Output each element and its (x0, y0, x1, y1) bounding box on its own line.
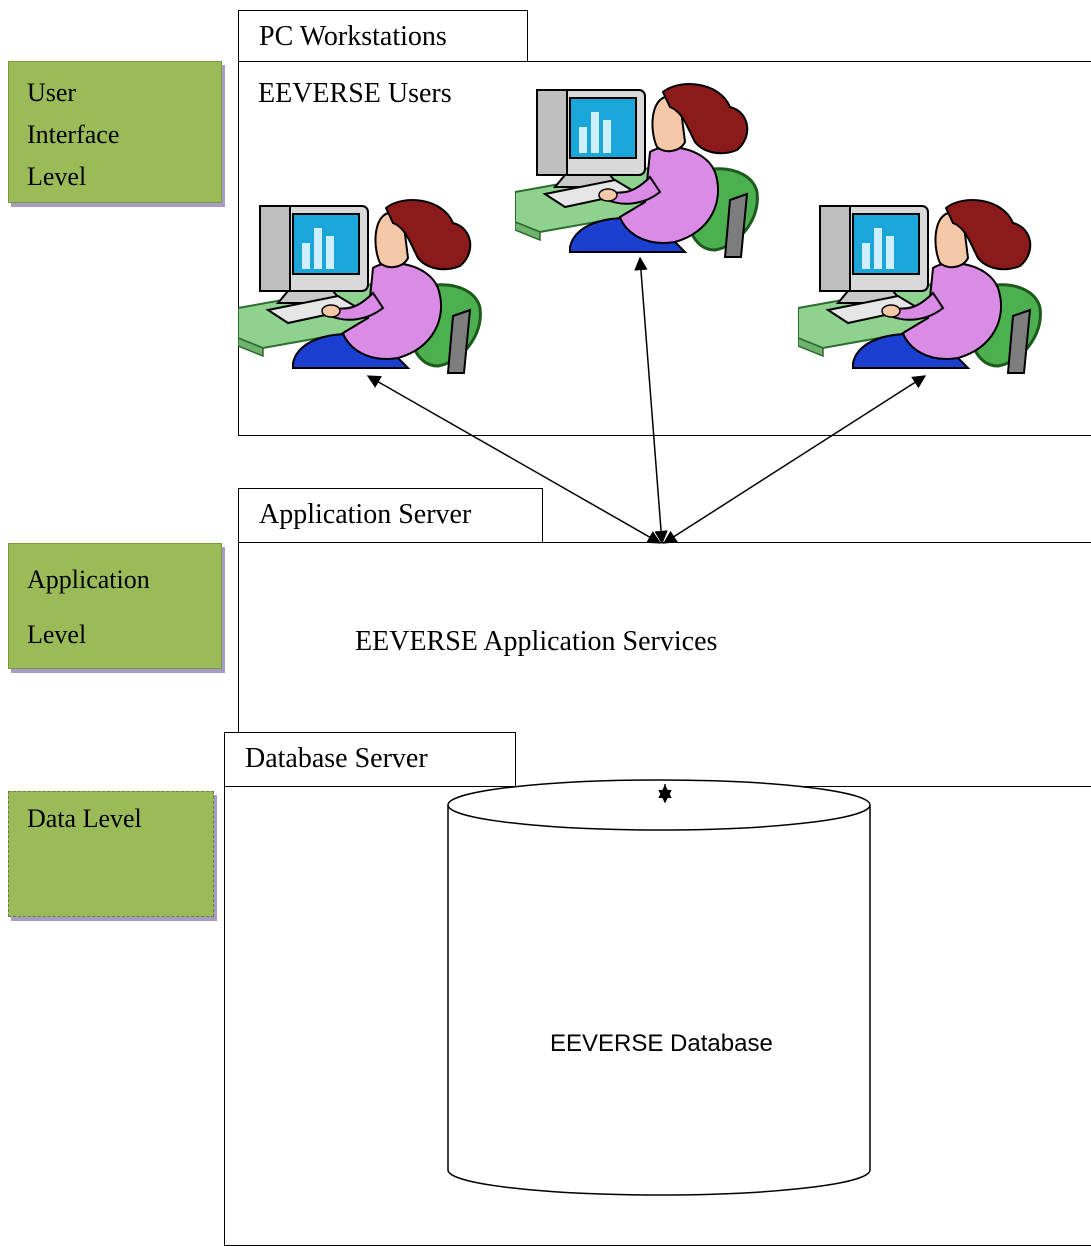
level-line: Level (27, 162, 87, 191)
workstations-tab-label: PC Workstations (259, 21, 447, 52)
level-line: User (27, 78, 77, 107)
level-line: Interface (27, 120, 120, 149)
arrow-user-right (662, 375, 927, 544)
application-level-label: Application Level (8, 543, 222, 669)
level-line: Data Level (27, 804, 142, 833)
application-services-label: EEVERSE Application Services (355, 626, 718, 657)
level-line: Level (27, 620, 87, 649)
user-interface-level-label: User Interface Level (8, 61, 222, 203)
database-server-tab-label: Database Server (245, 743, 428, 774)
level-line: Application (27, 565, 150, 594)
workstations-content-label: EEVERSE Users (258, 78, 452, 109)
workstations-tab: PC Workstations (238, 10, 528, 62)
arrow-user-left (366, 375, 662, 544)
database-label: EEVERSE Database (550, 1030, 773, 1057)
database-server-tab: Database Server (224, 732, 516, 787)
arrow-user-center (634, 256, 668, 545)
data-level-label: Data Level (8, 791, 214, 917)
